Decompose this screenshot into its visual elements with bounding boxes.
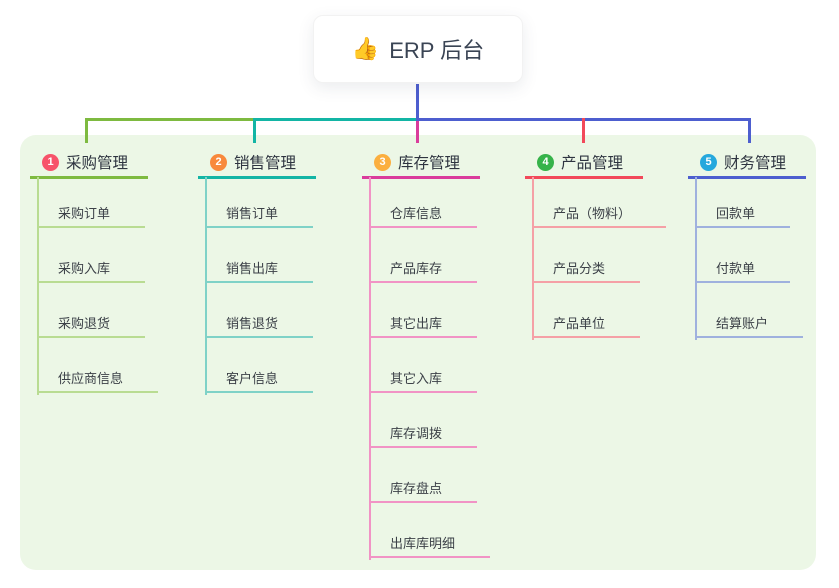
branch-title-label: 库存管理: [398, 155, 461, 172]
branch-title-underline: [30, 176, 148, 179]
connector-drop-2: [253, 118, 256, 143]
child-node-label: 产品单位: [553, 316, 606, 331]
connector-drop-1: [85, 118, 88, 143]
branch-title-label: 采购管理: [66, 155, 129, 172]
branch-children-connector: [532, 177, 534, 340]
branch-number-badge: 1: [42, 153, 59, 171]
child-node[interactable]: 其它入库: [369, 361, 477, 393]
connector-drop-3: [416, 118, 419, 143]
child-node-label: 采购订单: [58, 206, 111, 221]
child-node-label: 产品（物料）: [553, 206, 632, 221]
child-node[interactable]: 其它出库: [369, 306, 477, 338]
branch-title-node[interactable]: 1 采购管理: [30, 150, 128, 174]
child-node[interactable]: 付款单: [695, 251, 790, 283]
branch-title-underline: [688, 176, 806, 179]
child-node[interactable]: 仓库信息: [369, 196, 477, 228]
branch-title-node[interactable]: 3 库存管理: [362, 150, 460, 174]
child-node[interactable]: 客户信息: [205, 361, 313, 393]
child-node-label: 库存盘点: [390, 481, 443, 496]
child-node-label: 销售订单: [226, 206, 279, 221]
connector-horizontal-green: [85, 118, 256, 121]
child-node-label: 回款单: [716, 206, 756, 221]
branch-number-badge: 2: [210, 153, 227, 171]
child-node-label: 销售出库: [226, 261, 279, 276]
child-node-label: 其它入库: [390, 371, 443, 386]
child-node-label: 库存调拨: [390, 426, 443, 441]
child-node[interactable]: 采购退货: [37, 306, 145, 338]
child-node-label: 仓库信息: [390, 206, 443, 221]
branch-title-label: 销售管理: [234, 155, 297, 172]
child-node[interactable]: 销售退货: [205, 306, 313, 338]
branch-title-label: 财务管理: [724, 155, 787, 172]
connector-drop-4: [582, 118, 585, 143]
root-node-label: ERP 后台: [389, 38, 485, 63]
branch-title-label: 产品管理: [561, 155, 624, 172]
branch-number-badge: 3: [374, 153, 391, 171]
thumbs-up-icon: 👍: [351, 36, 380, 61]
branch-number-badge: 5: [700, 153, 717, 171]
connector-root-drop: [416, 84, 419, 121]
connector-horizontal-teal: [253, 118, 417, 121]
child-node[interactable]: 产品分类: [532, 251, 640, 283]
branch-children-connector: [369, 177, 371, 560]
child-node[interactable]: 结算账户: [695, 306, 803, 338]
child-node[interactable]: 库存调拨: [369, 416, 477, 448]
background-panel: [20, 135, 816, 570]
branch-title-node[interactable]: 4 产品管理: [525, 150, 623, 174]
branch-children-connector: [205, 177, 207, 395]
child-node-label: 产品分类: [553, 261, 606, 276]
branch-children-connector: [695, 177, 697, 340]
connector-drop-5: [748, 118, 751, 143]
child-node[interactable]: 出库库明细: [369, 526, 490, 558]
child-node-label: 供应商信息: [58, 371, 124, 386]
child-node[interactable]: 回款单: [695, 196, 790, 228]
child-node[interactable]: 采购订单: [37, 196, 145, 228]
child-node-label: 客户信息: [226, 371, 279, 386]
child-node-label: 出库库明细: [390, 536, 456, 551]
child-node-label: 销售退货: [226, 316, 279, 331]
child-node-label: 付款单: [716, 261, 756, 276]
child-node[interactable]: 库存盘点: [369, 471, 477, 503]
child-node[interactable]: 销售订单: [205, 196, 313, 228]
branch-title-node[interactable]: 2 销售管理: [198, 150, 296, 174]
branch-title-node[interactable]: 5 财务管理: [688, 150, 786, 174]
child-node[interactable]: 采购入库: [37, 251, 145, 283]
child-node-label: 采购退货: [58, 316, 111, 331]
branch-number-badge: 4: [537, 153, 554, 171]
child-node-label: 产品库存: [390, 261, 443, 276]
child-node-label: 其它出库: [390, 316, 443, 331]
child-node[interactable]: 产品库存: [369, 251, 477, 283]
branch-title-underline: [198, 176, 316, 179]
child-node-label: 结算账户: [716, 316, 769, 331]
branch-title-underline: [362, 176, 480, 179]
child-node[interactable]: 产品（物料）: [532, 196, 666, 228]
branch-title-underline: [525, 176, 643, 179]
root-node-erp[interactable]: 👍 ERP 后台: [313, 15, 523, 83]
child-node[interactable]: 销售出库: [205, 251, 313, 283]
child-node[interactable]: 供应商信息: [37, 361, 158, 393]
branch-children-connector: [37, 177, 39, 395]
child-node-label: 采购入库: [58, 261, 111, 276]
child-node[interactable]: 产品单位: [532, 306, 640, 338]
